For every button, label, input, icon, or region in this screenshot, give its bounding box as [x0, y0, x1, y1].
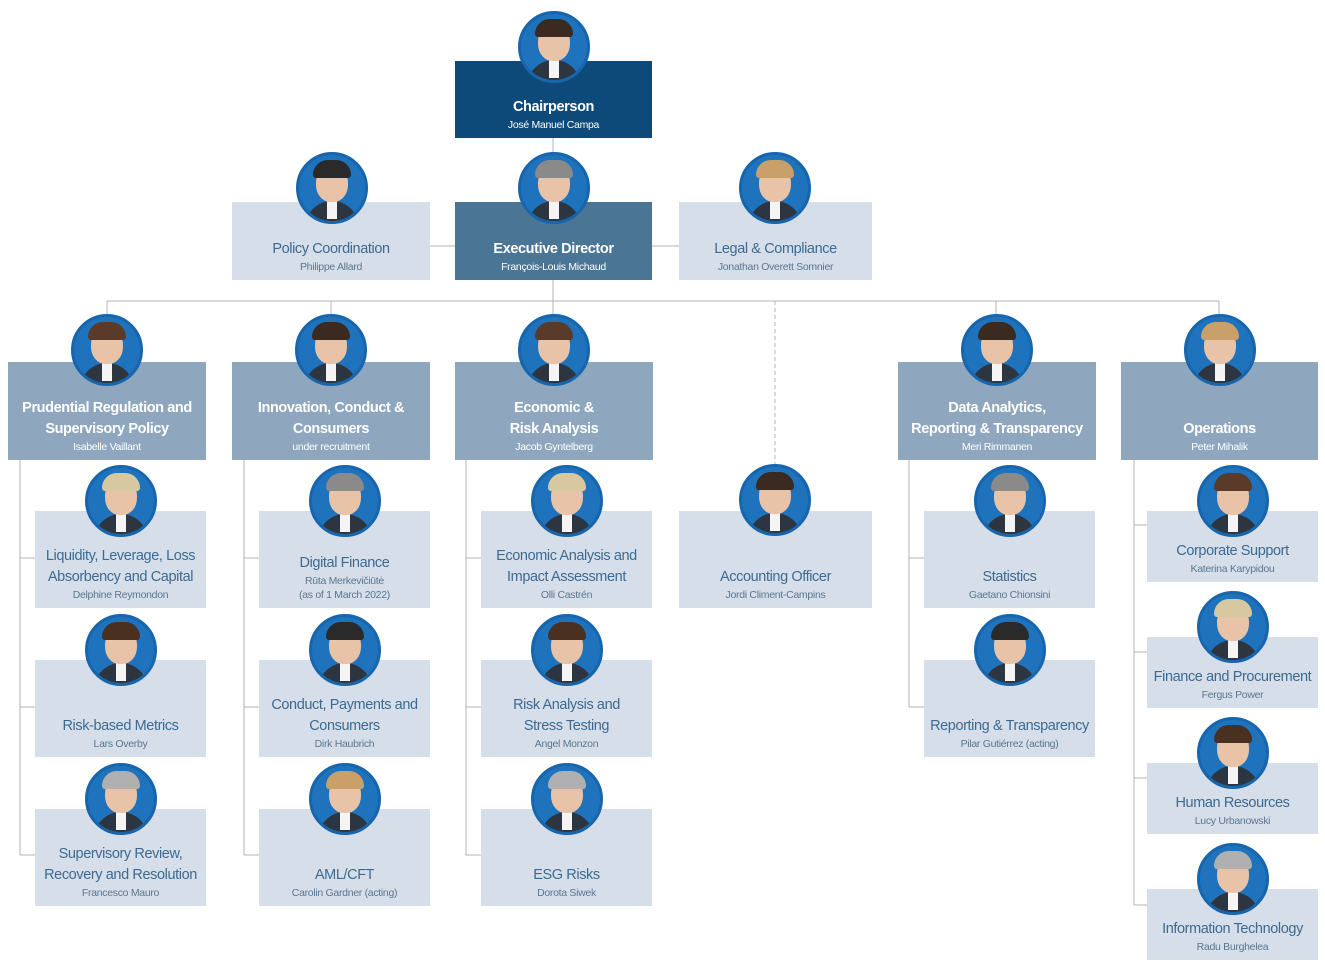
operations-unit-2-photo [1196, 591, 1269, 663]
policy-coordination-photo [296, 152, 368, 224]
legal-compliance-photo [739, 152, 811, 224]
prudential-regulation-unit-3-box-person: Francesco Mauro [81, 887, 160, 899]
economic-risk-analysis-unit-2-photo [530, 614, 603, 686]
data-analytics-unit-2-box-title: Reporting & Transparency [930, 718, 1089, 734]
operations-dept-box-person: Peter Mihalik [1191, 441, 1248, 453]
prudential-regulation-unit-3-photo [84, 763, 157, 835]
data-analytics-head-photo [961, 314, 1033, 386]
executive-director-box-title: Executive Director [493, 241, 614, 257]
innovation-conduct-unit-1-photo [308, 465, 381, 537]
economic-risk-analysis-head-photo [518, 314, 590, 386]
innovation-conduct-unit-2-box-person: Dirk Haubrich [314, 738, 375, 750]
innovation-conduct-dept-box-title: Innovation, Conduct & Consumers [257, 400, 405, 437]
operations-unit-4-box-title: Information Technology [1162, 921, 1303, 937]
accounting-officer-photo [739, 464, 811, 536]
prudential-regulation-dept-box-person: Isabelle Vaillant [73, 441, 141, 453]
operations-unit-2-box-title: Finance and Procurement [1153, 669, 1312, 685]
executive-director-box-person: François-Louis Michaud [501, 261, 606, 273]
innovation-conduct-unit-3-photo [308, 763, 381, 835]
prudential-regulation-unit-1-photo [84, 465, 157, 537]
prudential-regulation-unit-2-box-title: Risk-based Metrics [62, 718, 179, 734]
innovation-conduct-unit-2-photo [308, 614, 381, 686]
operations-unit-1-box-person: Katerina Karypidou [1190, 563, 1275, 575]
prudential-regulation-unit-1-box-title: Liquidity, Leverage, Loss Absorbency and… [45, 548, 196, 585]
policy-coordination-box-title: Policy Coordination [272, 241, 390, 257]
policy-coordination-box-person: Philippe Allard [299, 261, 363, 273]
chairperson-photo [518, 11, 590, 83]
economic-risk-analysis-unit-3-photo [530, 763, 603, 835]
legal-compliance-box-title: Legal & Compliance [714, 241, 837, 257]
prudential-regulation-unit-2-photo [84, 614, 157, 686]
economic-risk-analysis-dept-box-title: Economic & Risk Analysis [509, 400, 599, 437]
economic-risk-analysis-unit-2-box-title: Risk Analysis and Stress Testing [513, 697, 620, 734]
economic-risk-analysis-unit-3-box-person: Dorota Siwek [537, 887, 596, 899]
innovation-conduct-unit-3-box-title: AML/CFT [314, 867, 375, 883]
data-analytics-unit-2-photo [973, 614, 1046, 686]
innovation-conduct-unit-1-box-title: Digital Finance [299, 555, 390, 571]
prudential-regulation-head-photo [71, 314, 143, 386]
accounting-officer-box-person: Jordi Climent-Campins [725, 589, 826, 601]
operations-unit-3-photo [1196, 717, 1269, 789]
data-analytics-dept-box-title: Data Analytics, Reporting & Transparency [911, 400, 1083, 437]
economic-risk-analysis-unit-2-box-person: Angel Monzon [534, 738, 599, 750]
prudential-regulation-dept-box-title: Prudential Regulation and Supervisory Po… [22, 400, 192, 437]
innovation-conduct-dept-box-person: under recruitment [292, 441, 370, 453]
operations-dept-box-title: Operations [1183, 421, 1256, 437]
accounting-officer-box-title: Accounting Officer [719, 569, 831, 585]
operations-unit-2-box-person: Fergus Power [1201, 689, 1264, 701]
innovation-conduct-dept-box[interactable]: Innovation, Conduct & Consumers under rec… [232, 362, 430, 460]
prudential-regulation-unit-1-box-person: Delphine Reymondon [72, 589, 169, 601]
prudential-regulation-unit-3-box-title: Supervisory Review, Recovery and Resolut… [44, 846, 197, 883]
economic-risk-analysis-unit-1-photo [530, 465, 603, 537]
economic-risk-analysis-unit-1-box-person: Olli Castrén [540, 589, 593, 601]
innovation-conduct-head-photo [295, 314, 367, 386]
chairperson-box-title: Chairperson [512, 99, 594, 115]
data-analytics-unit-2-box-person: Pilar Gutiérrez (acting) [960, 738, 1059, 750]
operations-unit-1-box-title: Corporate Support [1176, 543, 1289, 559]
executive-director-photo [518, 152, 590, 224]
data-analytics-unit-1-photo [973, 465, 1046, 537]
operations-unit-1-photo [1196, 465, 1269, 537]
operations-unit-3-box-person: Lucy Urbanowski [1194, 815, 1271, 827]
economic-risk-analysis-unit-3-box-title: ESG Risks [533, 867, 600, 883]
innovation-conduct-unit-1-box-person: Rūta Merkevičiūtė (as of 1 March 2022) [299, 575, 390, 601]
innovation-conduct-unit-2-box-title: Conduct, Payments and Consumers [271, 697, 418, 734]
operations-unit-3-box-title: Human Resources [1175, 795, 1290, 811]
operations-unit-4-box-person: Radu Burghelea [1196, 941, 1269, 953]
legal-compliance-box-person: Jonathan Overett Somnier [717, 261, 834, 273]
operations-head-photo [1183, 314, 1256, 386]
data-analytics-unit-1-box-title: Statistics [982, 569, 1037, 585]
data-analytics-dept-box-person: Meri Rimmanen [961, 441, 1033, 453]
operations-unit-4-photo [1196, 843, 1269, 915]
chairperson-box-person: José Manuel Campa [507, 119, 600, 131]
economic-risk-analysis-unit-1-box-title: Economic Analysis and Impact Assessment [496, 548, 637, 585]
innovation-conduct-unit-3-box-person: Carolin Gardner (acting) [291, 887, 398, 899]
data-analytics-unit-1-box-person: Gaetano Chionsini [968, 589, 1051, 601]
economic-risk-analysis-dept-box-person: Jacob Gyntelberg [515, 441, 593, 453]
prudential-regulation-unit-2-box-person: Lars Overby [93, 738, 148, 750]
